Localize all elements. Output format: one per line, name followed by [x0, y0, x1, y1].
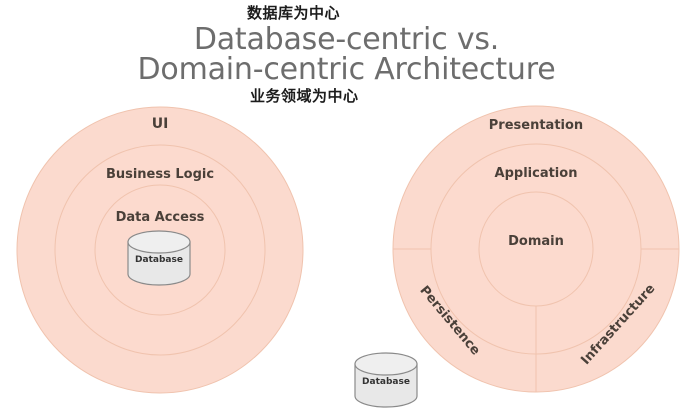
- right-diagram-group: Presentation Application Domain Persiste…: [392, 105, 680, 393]
- annotation-database-centric: 数据库为中心: [247, 4, 341, 22]
- title-line-1: Database-centric vs.: [193, 22, 500, 57]
- left-database-cylinder-label: Database: [135, 255, 183, 265]
- right-ring-domain-circle: [478, 191, 594, 307]
- left-database-cylinder: Database: [127, 230, 191, 286]
- right-ring-label-application: Application: [495, 166, 578, 181]
- right-ring-label-domain: Domain: [508, 234, 564, 249]
- left-diagram-group: UI Business Logic Data Access Database: [16, 106, 304, 394]
- left-ring-label-ui: UI: [152, 116, 169, 132]
- title-line-2: Domain-centric Architecture: [137, 52, 556, 87]
- annotation-domain-centric: 业务领域为中心: [250, 87, 359, 105]
- bottom-database-cylinder: Database: [354, 352, 418, 408]
- bottom-database-cylinder-label: Database: [362, 377, 410, 387]
- left-ring-label-business-logic: Business Logic: [106, 167, 214, 182]
- left-ring-label-data-access: Data Access: [116, 210, 205, 225]
- right-ring-label-presentation: Presentation: [489, 118, 583, 133]
